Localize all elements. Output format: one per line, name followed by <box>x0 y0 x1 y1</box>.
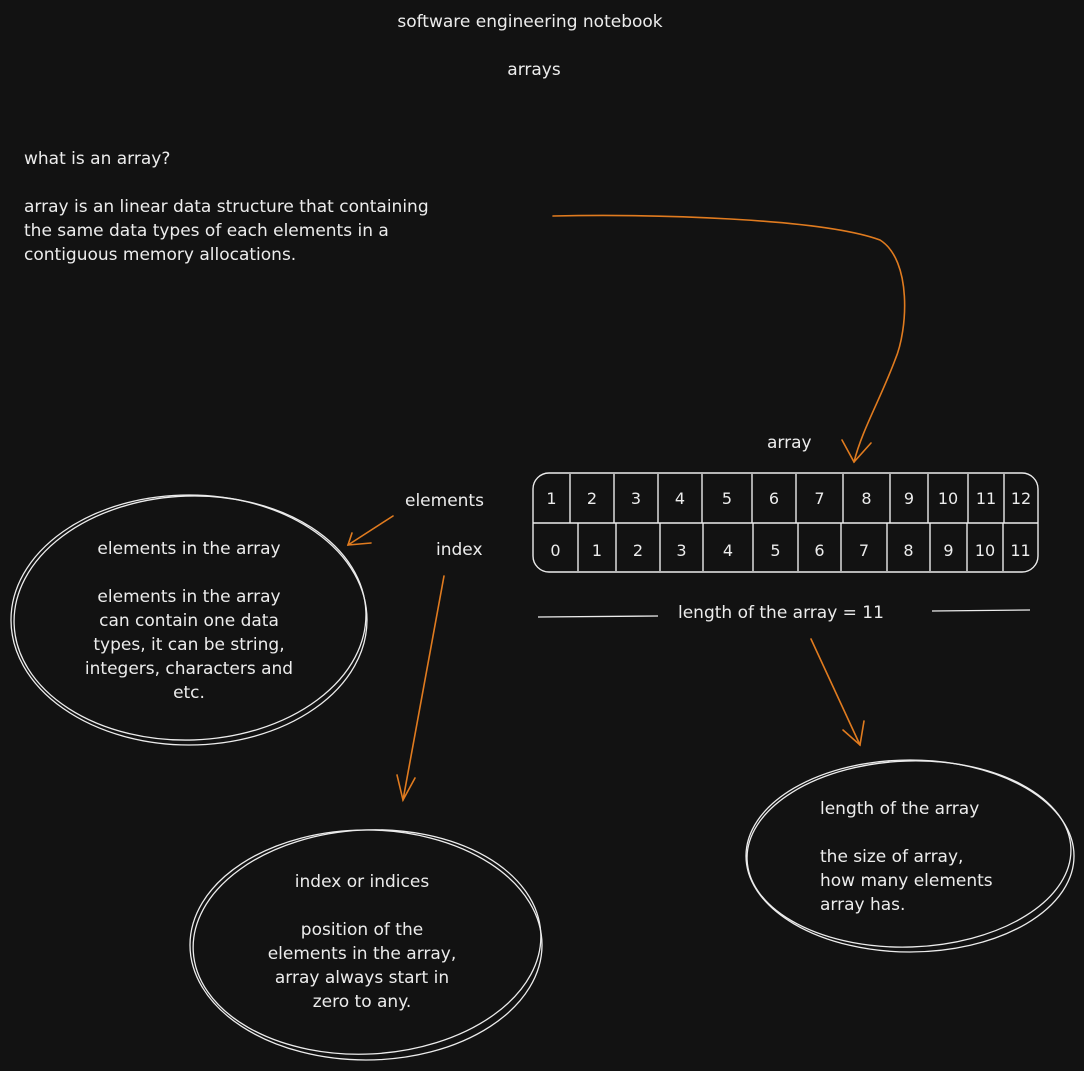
array-index-value: 1 <box>592 541 602 560</box>
array-index-value: 3 <box>676 541 686 560</box>
array-element-value: 7 <box>814 489 824 508</box>
intro-question: what is an array? <box>24 149 171 169</box>
index-bubble-line: zero to any. <box>312 992 412 1012</box>
array-index-value: 2 <box>633 541 643 560</box>
length-bubble-outline <box>745 759 1075 953</box>
arrow-index-to-bubble <box>402 575 445 801</box>
index-bubble-outline-sketch <box>192 829 542 1055</box>
arrow-definition-to-array-head <box>841 439 872 464</box>
notebook-subtitle: arrays <box>507 60 561 80</box>
elements-bubble-line: types, it can be string, <box>93 635 285 655</box>
array-index-value: 10 <box>975 541 995 560</box>
index-bubble-title: index or indices <box>294 872 430 892</box>
index-bubble-line: array always start in <box>274 968 450 988</box>
array-element-value: 1 <box>546 489 556 508</box>
intro-answer-line: contiguous memory allocations. <box>24 245 297 265</box>
array-element-value: 2 <box>587 489 597 508</box>
elements-bubble-line: integers, characters and <box>84 659 294 679</box>
arrow-index-to-bubble-head <box>396 774 416 803</box>
index-bubble-line: elements in the array, <box>267 944 457 964</box>
array-box <box>532 472 1039 573</box>
arrow-elements-to-bubble-head <box>346 532 372 546</box>
array-element-value: 10 <box>938 489 958 508</box>
elements-bubble-line: etc. <box>173 683 205 703</box>
array-index-value: 0 <box>550 541 560 560</box>
length-bubble: length of the array the size of array, h… <box>820 797 993 917</box>
length-rules <box>537 609 1031 618</box>
array-element-value: 3 <box>631 489 641 508</box>
array-index-value: 8 <box>903 541 913 560</box>
array-element-value: 9 <box>904 489 914 508</box>
index-label: index <box>436 540 483 560</box>
index-bubble: index or indices position of the element… <box>212 870 512 1014</box>
arrow-definition-to-array <box>552 214 906 463</box>
array-label: array <box>767 433 812 453</box>
intro-answer-line: the same data types of each elements in … <box>24 221 389 241</box>
array-element-value: 12 <box>1011 489 1031 508</box>
arrow-elements-to-bubble <box>347 515 394 546</box>
intro-answer: array is an linear data structure that c… <box>24 195 429 267</box>
index-bubble-line: position of the <box>300 920 424 940</box>
length-rule-left <box>537 615 659 618</box>
length-bubble-line: the size of array, <box>820 847 964 867</box>
arrows <box>346 214 906 803</box>
array-index-value: 5 <box>770 541 780 560</box>
array-index-value: 9 <box>943 541 953 560</box>
elements-bubble: elements in the array elements in the ar… <box>29 537 349 705</box>
array-element-value: 8 <box>861 489 871 508</box>
array-index-value: 7 <box>859 541 869 560</box>
array-element-value: 6 <box>769 489 779 508</box>
array-index-value: 11 <box>1010 541 1030 560</box>
elements-bubble-line: elements in the array <box>97 587 281 607</box>
length-bubble-line: array has. <box>820 895 906 915</box>
elements-label: elements <box>405 491 484 511</box>
array-element-value: 5 <box>722 489 732 508</box>
arrow-length-to-bubble-head <box>842 720 865 747</box>
length-rule-right <box>931 609 1031 612</box>
elements-bubble-outline <box>10 494 368 746</box>
array-element-value: 11 <box>976 489 996 508</box>
notebook-title: software engineering notebook <box>397 12 663 32</box>
array-index-value: 6 <box>814 541 824 560</box>
elements-bubble-line: can contain one data <box>99 611 279 631</box>
arrow-length-to-bubble <box>810 638 861 746</box>
bubbles <box>10 494 1075 1061</box>
array-index-row: 0 1 2 3 4 5 6 7 8 9 10 11 <box>550 541 1030 560</box>
length-bubble-outline-sketch <box>746 760 1072 948</box>
length-bubble-line: how many elements <box>820 871 993 891</box>
elements-bubble-outline-sketch <box>13 495 367 741</box>
array-index-value: 4 <box>723 541 733 560</box>
length-caption: length of the array = 11 <box>678 603 884 623</box>
length-bubble-title: length of the array <box>820 799 980 819</box>
intro-answer-line: array is an linear data structure that c… <box>24 197 429 217</box>
elements-bubble-title: elements in the array <box>97 539 281 559</box>
array-element-value: 4 <box>675 489 685 508</box>
